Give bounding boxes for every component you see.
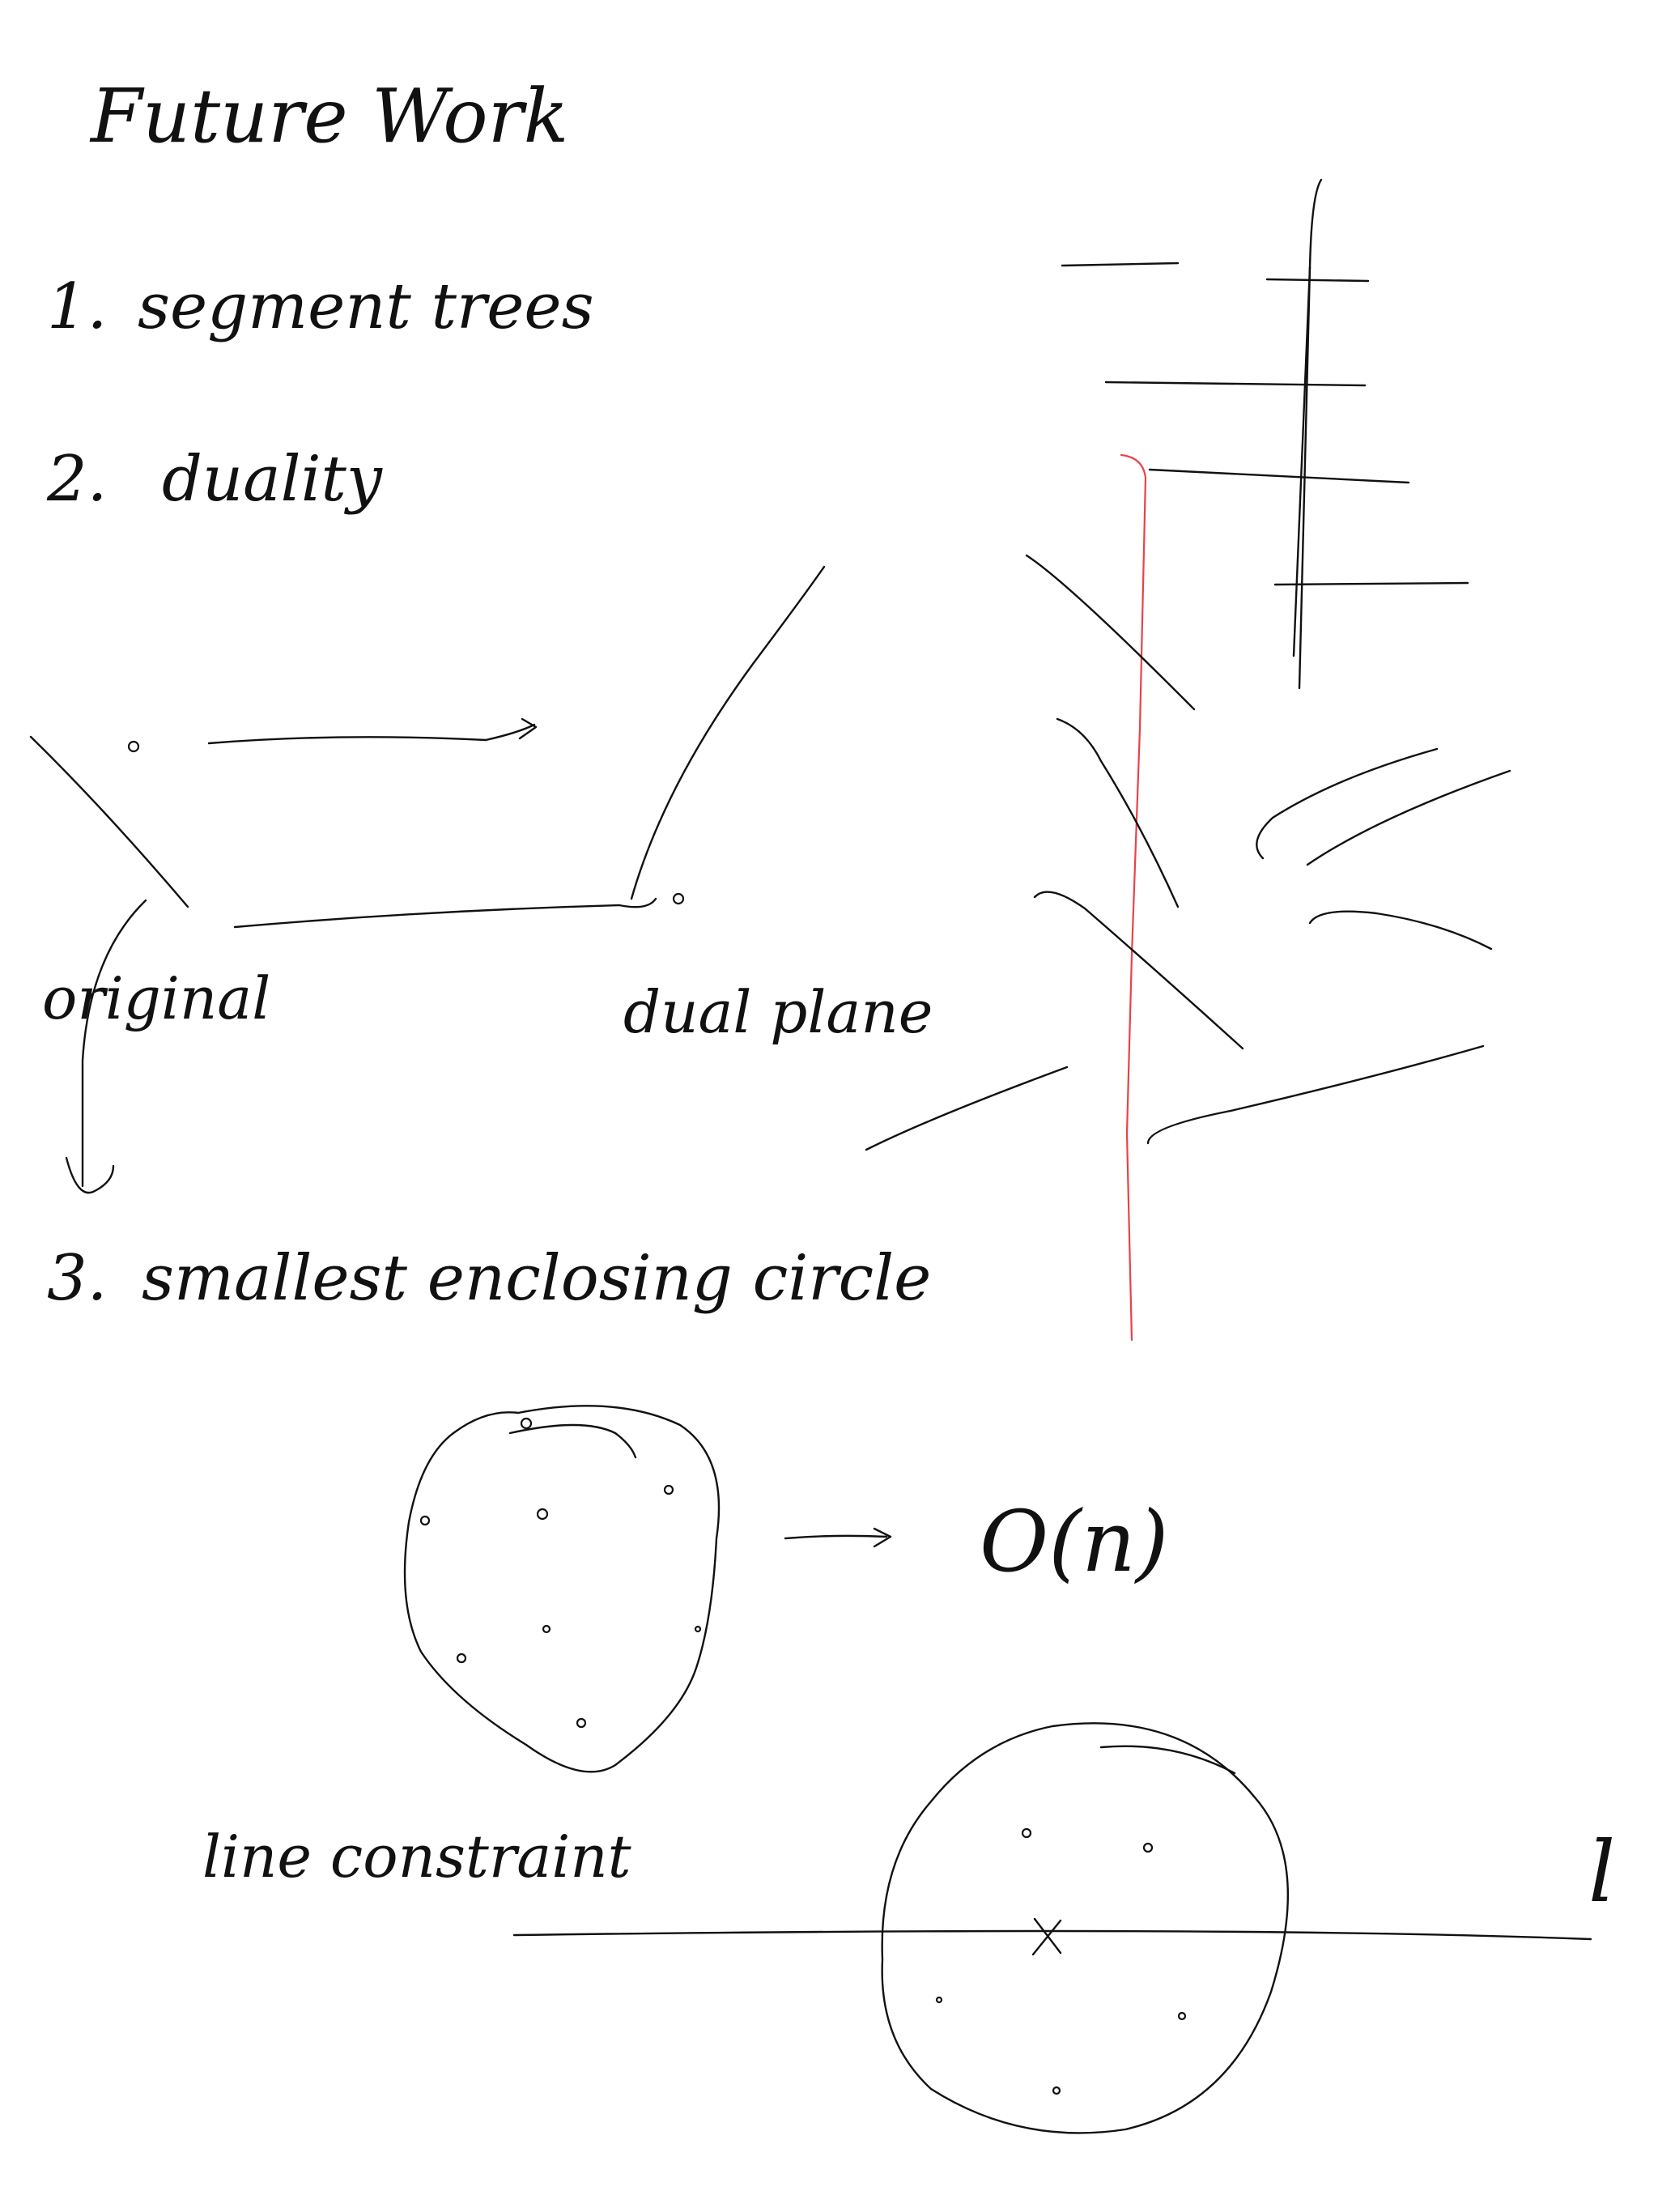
item-2-text: duality bbox=[162, 443, 383, 516]
duality-sketch: original dual plane bbox=[29, 565, 933, 1194]
line-constraint-sketch: line constraint l bbox=[202, 1722, 1615, 2134]
primal-point bbox=[127, 740, 140, 753]
interval-line bbox=[1265, 278, 1370, 283]
point bbox=[536, 1508, 549, 1521]
query-line bbox=[1292, 266, 1312, 657]
segment bbox=[1306, 769, 1511, 866]
circle-stroke bbox=[1099, 1745, 1236, 1775]
interval-line bbox=[1273, 581, 1469, 586]
item-3-number: 3. bbox=[47, 1242, 107, 1315]
complexity-arrow bbox=[784, 1527, 892, 1548]
segment bbox=[865, 1066, 1069, 1151]
enclosing-circle-sketch: O(n) bbox=[403, 1405, 1168, 1773]
line-label: l bbox=[1588, 1823, 1615, 1921]
segment-cluster bbox=[865, 554, 1511, 1151]
point bbox=[576, 1717, 587, 1729]
circle-outline bbox=[403, 1405, 721, 1773]
complexity-label: O(n) bbox=[980, 1492, 1168, 1591]
interval-line bbox=[1148, 468, 1410, 484]
original-label: original bbox=[42, 964, 270, 1032]
page-title: Future Work bbox=[89, 73, 568, 160]
query-line bbox=[1298, 178, 1323, 690]
item-1-text: segment trees bbox=[138, 270, 594, 343]
mapping-arrow bbox=[233, 897, 657, 929]
dual-point bbox=[672, 892, 685, 905]
segment-tree-sketch bbox=[1061, 178, 1469, 690]
item-2-number: 2. bbox=[46, 443, 107, 516]
constraint-line bbox=[512, 1929, 1592, 1941]
interval-line bbox=[1104, 381, 1367, 387]
dual-line bbox=[630, 565, 826, 900]
point bbox=[1142, 1842, 1154, 1853]
point bbox=[1052, 2086, 1061, 2095]
point bbox=[520, 1417, 533, 1430]
point bbox=[456, 1653, 467, 1664]
segment bbox=[1308, 910, 1493, 951]
segment bbox=[1033, 891, 1244, 1050]
line-constraint-label: line constraint bbox=[202, 1823, 632, 1891]
point bbox=[542, 1624, 551, 1634]
segment bbox=[1056, 717, 1180, 908]
constraint-circle bbox=[881, 1722, 1290, 2134]
dual-plane-label: dual plane bbox=[623, 978, 933, 1046]
center-mark bbox=[1031, 1917, 1062, 1956]
sweep-line bbox=[1120, 453, 1147, 1342]
item-3-text: smallest enclosing circle bbox=[142, 1242, 931, 1315]
segment bbox=[1146, 1044, 1485, 1145]
point bbox=[694, 1625, 702, 1633]
down-arrow bbox=[65, 899, 147, 1194]
point bbox=[935, 1996, 943, 2004]
circle-stroke bbox=[508, 1423, 637, 1459]
item-1-number: 1. bbox=[47, 270, 107, 343]
primal-line bbox=[29, 735, 189, 908]
interval-line bbox=[1061, 262, 1180, 267]
mapping-arrow bbox=[207, 717, 538, 745]
point bbox=[1177, 2011, 1187, 2021]
point bbox=[419, 1515, 431, 1526]
segment bbox=[1025, 554, 1196, 711]
segment bbox=[1256, 747, 1439, 860]
point bbox=[663, 1484, 674, 1495]
point bbox=[1021, 1827, 1032, 1839]
